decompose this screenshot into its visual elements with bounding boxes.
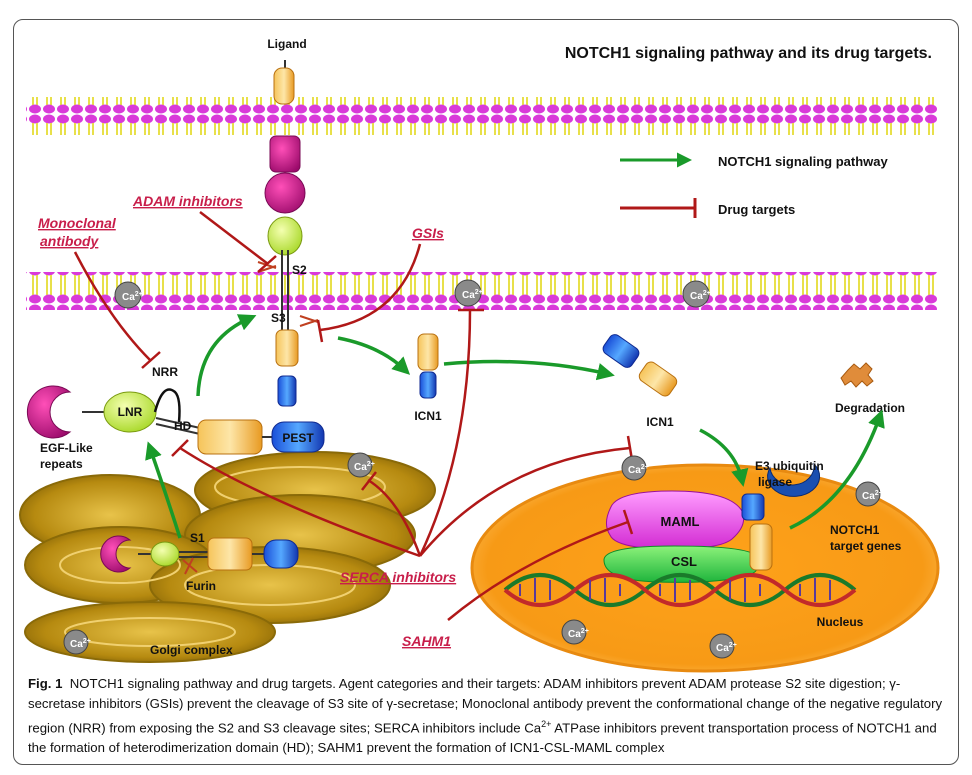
plasma-membrane-outer [26, 97, 938, 135]
legend: NOTCH1 signaling pathway Drug targets [620, 152, 889, 218]
maml-label: MAML [661, 514, 700, 529]
caption-fig-label: Fig. 1 [28, 676, 63, 691]
caption-text-2: ATPase inhibitors prevent transportation… [28, 720, 937, 756]
drug-serca-label: SERCA inhibitors [340, 569, 456, 585]
calcium-ion-3: Ca2+ [682, 280, 711, 308]
svg-text:Ca2+: Ca2+ [690, 290, 711, 302]
drug-sahm1-label: SAHM1 [402, 633, 451, 649]
repeats-label: repeats [40, 457, 83, 471]
transcription-complex [603, 490, 773, 583]
figure-caption: Fig. 1 NOTCH1 signaling pathway and drug… [28, 674, 943, 758]
icn1-near-nucleus [602, 334, 678, 397]
furin-label: Furin [186, 579, 216, 593]
calcium-ion-7: Ca2+ [561, 619, 589, 645]
drug-target-lines [73, 211, 634, 621]
degradation-icon [840, 362, 874, 388]
notch1-full-length [26, 385, 325, 455]
svg-text:Ca2+: Ca2+ [716, 642, 737, 654]
calcium-ion-6: Ca2+ [855, 481, 883, 507]
svg-text:Ca2+: Ca2+ [628, 464, 649, 476]
e3-label-line2: ligase [758, 475, 792, 489]
svg-text:Ca2+: Ca2+ [354, 461, 375, 473]
s1-label: S1 [190, 531, 205, 545]
calcium-ion-4: Ca2+ [347, 452, 375, 478]
pest-label: PEST [282, 431, 314, 445]
legend-pathway-label: NOTCH1 signaling pathway [718, 154, 889, 169]
drug-gsis-label: GSIs [412, 225, 444, 241]
icn1-cytoplasm [417, 333, 439, 399]
golgi-label: Golgi complex [150, 643, 233, 657]
caption-text-1: NOTCH1 signaling pathway and drug target… [28, 676, 943, 736]
egf-label: EGF-Like [40, 441, 93, 455]
calcium-ion-1: Ca2+ [114, 281, 143, 309]
svg-text:Ca2+: Ca2+ [462, 289, 483, 301]
notch1-receptor [264, 60, 306, 407]
svg-text:Ca2+: Ca2+ [70, 638, 91, 650]
scissors-s3-icon [299, 315, 319, 327]
caption-ca-sup: 2+ [541, 719, 552, 729]
calcium-ion-2: Ca2+ [454, 279, 483, 307]
calcium-ion-5: Ca2+ [621, 455, 649, 481]
calcium-ion-9: Ca2+ [63, 629, 91, 655]
ligand-label: Ligand [267, 37, 306, 51]
pathway-arrows [145, 314, 885, 539]
csl-label: CSL [671, 554, 697, 569]
e3-ligase-shape [767, 462, 821, 497]
notch1-in-golgi [100, 535, 299, 573]
calcium-ion-8: Ca2+ [709, 633, 737, 659]
scissors-s1-icon [182, 557, 198, 575]
nucleus-label: Nucleus [817, 615, 864, 629]
e3-label-line1: E3 ubiquitin [755, 459, 824, 473]
hd-label: HD [174, 419, 192, 433]
drug-adam-label: ADAM inhibitors [132, 193, 243, 209]
svg-text:Ca2+: Ca2+ [862, 490, 883, 502]
plasma-membrane-inner [26, 272, 938, 310]
figure-title: NOTCH1 signaling pathway and its drug ta… [565, 45, 932, 62]
svg-text:Ca2+: Ca2+ [122, 291, 143, 303]
icn1-label-a: ICN1 [414, 409, 442, 423]
ligand-shape [273, 67, 295, 105]
target-genes-line2: target genes [830, 539, 902, 553]
icn1-label-b: ICN1 [646, 415, 674, 429]
degradation-label: Degradation [835, 401, 905, 415]
dna-double-helix [503, 573, 857, 607]
target-genes-line1: NOTCH1 [830, 523, 880, 537]
drug-mab-line1: Monoclonal [38, 215, 117, 231]
s2-label: S2 [292, 263, 307, 277]
svg-text:Ca2+: Ca2+ [568, 628, 589, 640]
drug-mab-line2: antibody [40, 233, 100, 249]
nrr-label: NRR [152, 365, 178, 379]
legend-drug-label: Drug targets [718, 202, 795, 217]
s3-label: S3 [271, 311, 286, 325]
lnr-label: LNR [118, 405, 143, 419]
